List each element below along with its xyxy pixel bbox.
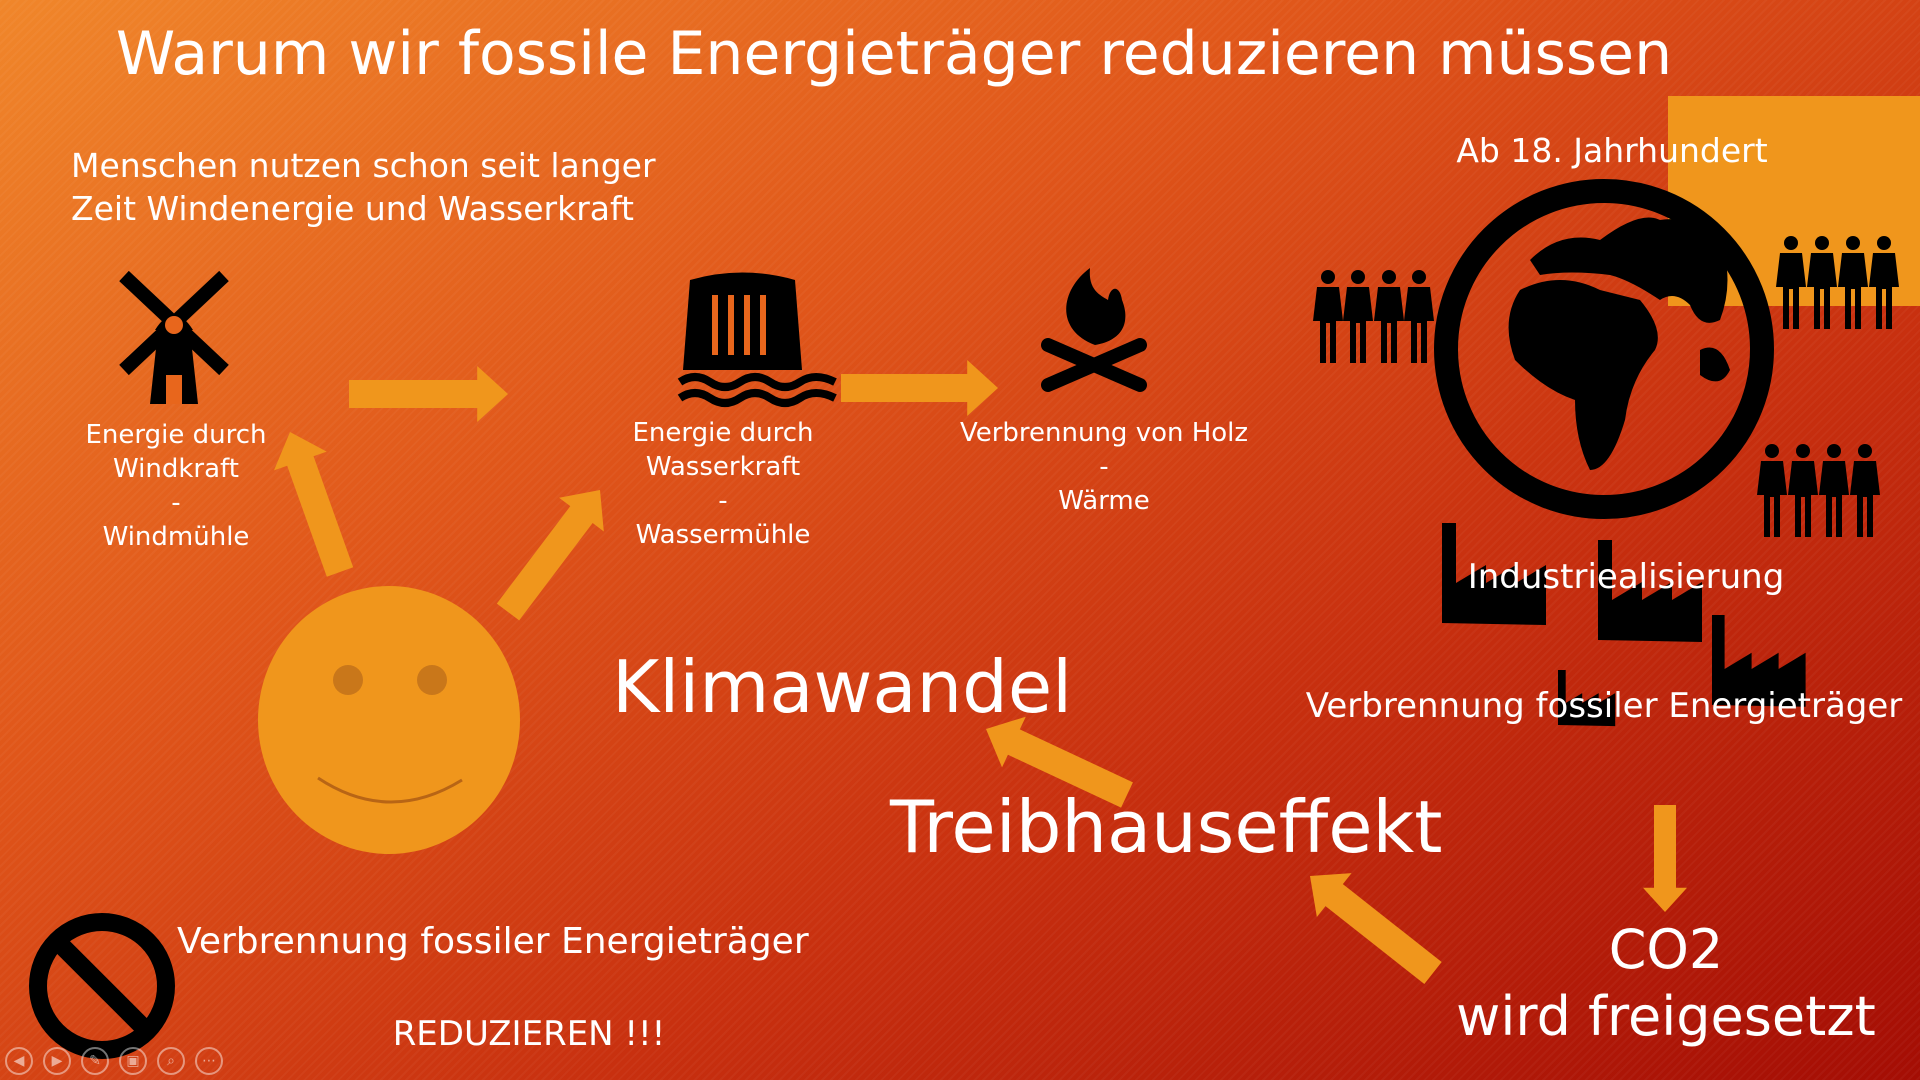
windmill-icon	[119, 270, 229, 404]
sun-smiley	[258, 586, 520, 854]
arrow-right-icon	[349, 366, 508, 422]
prohibited-icon	[29, 913, 175, 1059]
greenhouse-label: Treibhauseffekt	[890, 785, 1443, 869]
arrow-up-icon	[496, 490, 604, 621]
water-line: -	[718, 486, 728, 516]
water-line: Wassermühle	[635, 520, 811, 550]
reduce-label: REDUZIEREN !!!	[392, 1014, 666, 1054]
arrow-up-left-icon	[985, 716, 1133, 808]
zoom-button[interactable]: ⌕	[157, 1047, 185, 1075]
arrow-up-left-icon	[1310, 873, 1442, 984]
fossil-burn-label: Verbrennung fossiler Energieträger	[1305, 686, 1903, 726]
intro-line-2: Zeit Windenergie und Wasserkraft	[71, 189, 634, 228]
more-options-button[interactable]: ⋯	[195, 1047, 223, 1075]
wind-line: Windmühle	[102, 522, 250, 552]
arrow-right-icon	[841, 360, 998, 416]
water-line: Energie durch	[632, 418, 814, 448]
arrow-up-icon	[273, 431, 354, 577]
wind-line: Energie durch	[85, 420, 267, 450]
climate-change-label: Klimawandel	[612, 645, 1073, 729]
wood-line: Wärme	[1058, 486, 1150, 516]
campfire-icon	[1041, 268, 1147, 392]
slide-title: Warum wir fossile Energieträger reduzier…	[115, 19, 1673, 89]
globe-icon	[1434, 179, 1774, 519]
previous-slide-button[interactable]: ◀	[5, 1047, 33, 1075]
era-label: Ab 18. Jahrhundert	[1456, 131, 1768, 170]
wood-line: -	[1099, 452, 1109, 482]
water-line: Wasserkraft	[645, 452, 801, 482]
waterfall-icon	[677, 272, 837, 407]
wind-line: -	[171, 488, 181, 518]
co2-released-label: wird freigesetzt	[1456, 985, 1876, 1048]
pen-tool-button[interactable]: ✎	[81, 1047, 109, 1075]
bottom-fossil-label: Verbrennung fossiler Energieträger	[177, 921, 809, 962]
people-icons	[1313, 236, 1899, 537]
co2-label: CO2	[1608, 918, 1724, 981]
arrow-down-icon	[1643, 805, 1687, 912]
see-all-slides-button[interactable]: ▣	[119, 1047, 147, 1075]
wood-line: Verbrennung von Holz	[959, 418, 1249, 448]
wood-label: Verbrennung von Holz - Wärme	[960, 416, 1248, 518]
intro-line-1: Menschen nutzen schon seit langer	[71, 146, 656, 185]
factory-icons	[1442, 523, 1806, 727]
wind-line: Windkraft	[113, 454, 239, 484]
next-slide-button[interactable]: ▶	[43, 1047, 71, 1075]
industry-label: Industriealisierung	[1467, 557, 1785, 597]
